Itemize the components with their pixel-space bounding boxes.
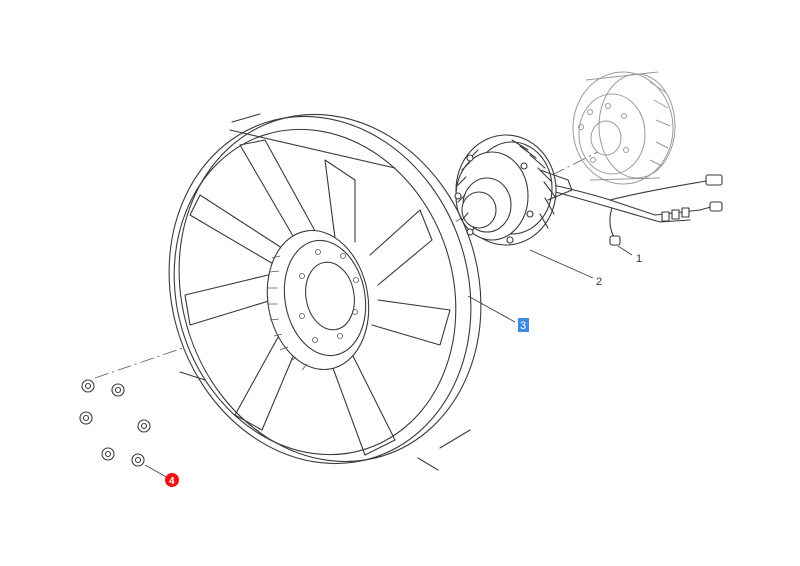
fan-drawing[interactable] bbox=[125, 75, 525, 503]
callout-3-label: 3 bbox=[520, 320, 526, 332]
leader-line-2 bbox=[529, 249, 594, 279]
callout-2-label: 2 bbox=[596, 276, 602, 288]
callout-1-label: 1 bbox=[636, 253, 642, 265]
nut-drawing[interactable] bbox=[79, 379, 151, 467]
leader-line-4 bbox=[144, 464, 169, 479]
leader-line-3 bbox=[467, 295, 516, 323]
pulley-drawing[interactable] bbox=[572, 71, 676, 185]
callout-4-badge bbox=[165, 473, 179, 487]
callout-2[interactable]: 2 bbox=[596, 276, 602, 288]
leader-line-1 bbox=[617, 245, 633, 256]
callout-3[interactable]: 3 bbox=[518, 318, 529, 332]
wiring-harness-drawing[interactable] bbox=[544, 174, 723, 246]
callout-4-label: 4 bbox=[169, 476, 175, 487]
viscous-clutch-drawing[interactable] bbox=[454, 134, 573, 246]
callout-3-highlight bbox=[518, 318, 529, 332]
callout-1[interactable]: 1 bbox=[636, 253, 642, 265]
callout-4[interactable]: 4 bbox=[165, 473, 179, 487]
